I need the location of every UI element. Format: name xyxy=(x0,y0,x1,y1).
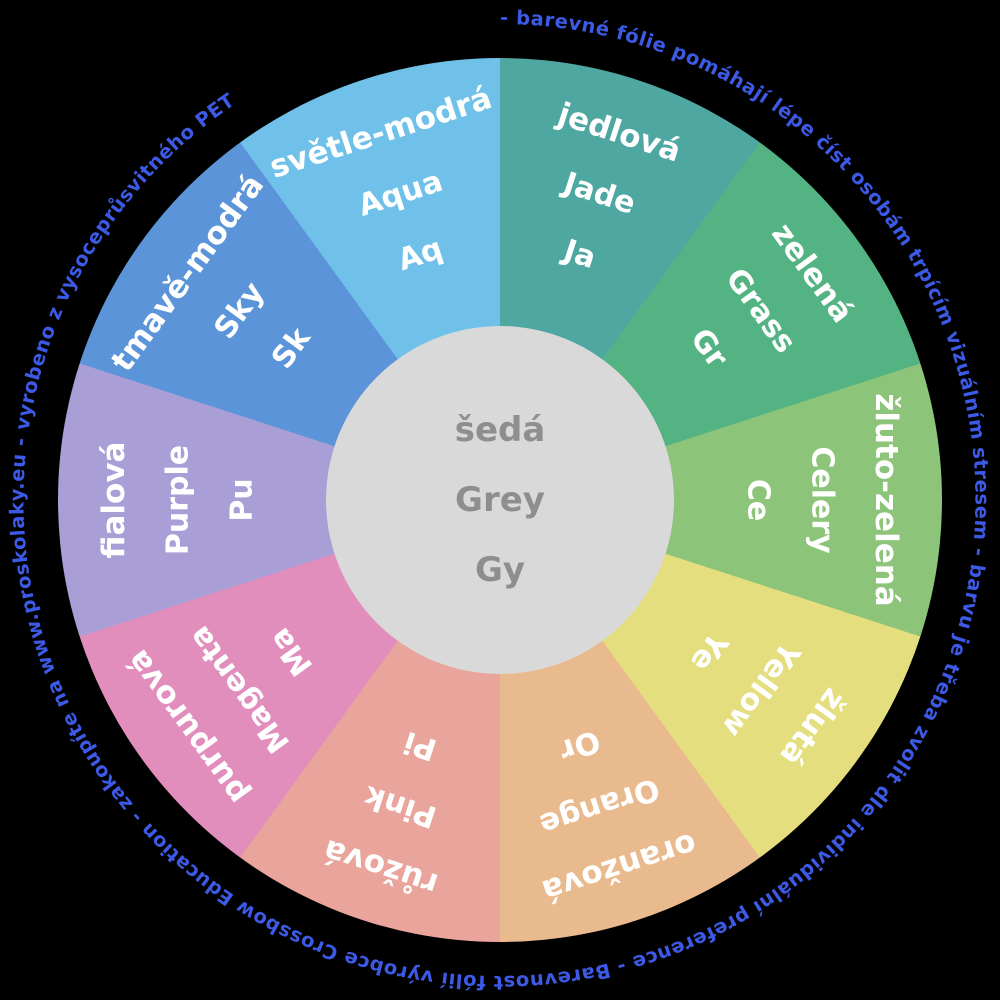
center-circle: šedá Grey Gy xyxy=(326,326,674,674)
center-english-label: Grey xyxy=(455,480,545,520)
center-czech-label: šedá xyxy=(454,410,546,450)
center-code-label: Gy xyxy=(474,550,526,590)
